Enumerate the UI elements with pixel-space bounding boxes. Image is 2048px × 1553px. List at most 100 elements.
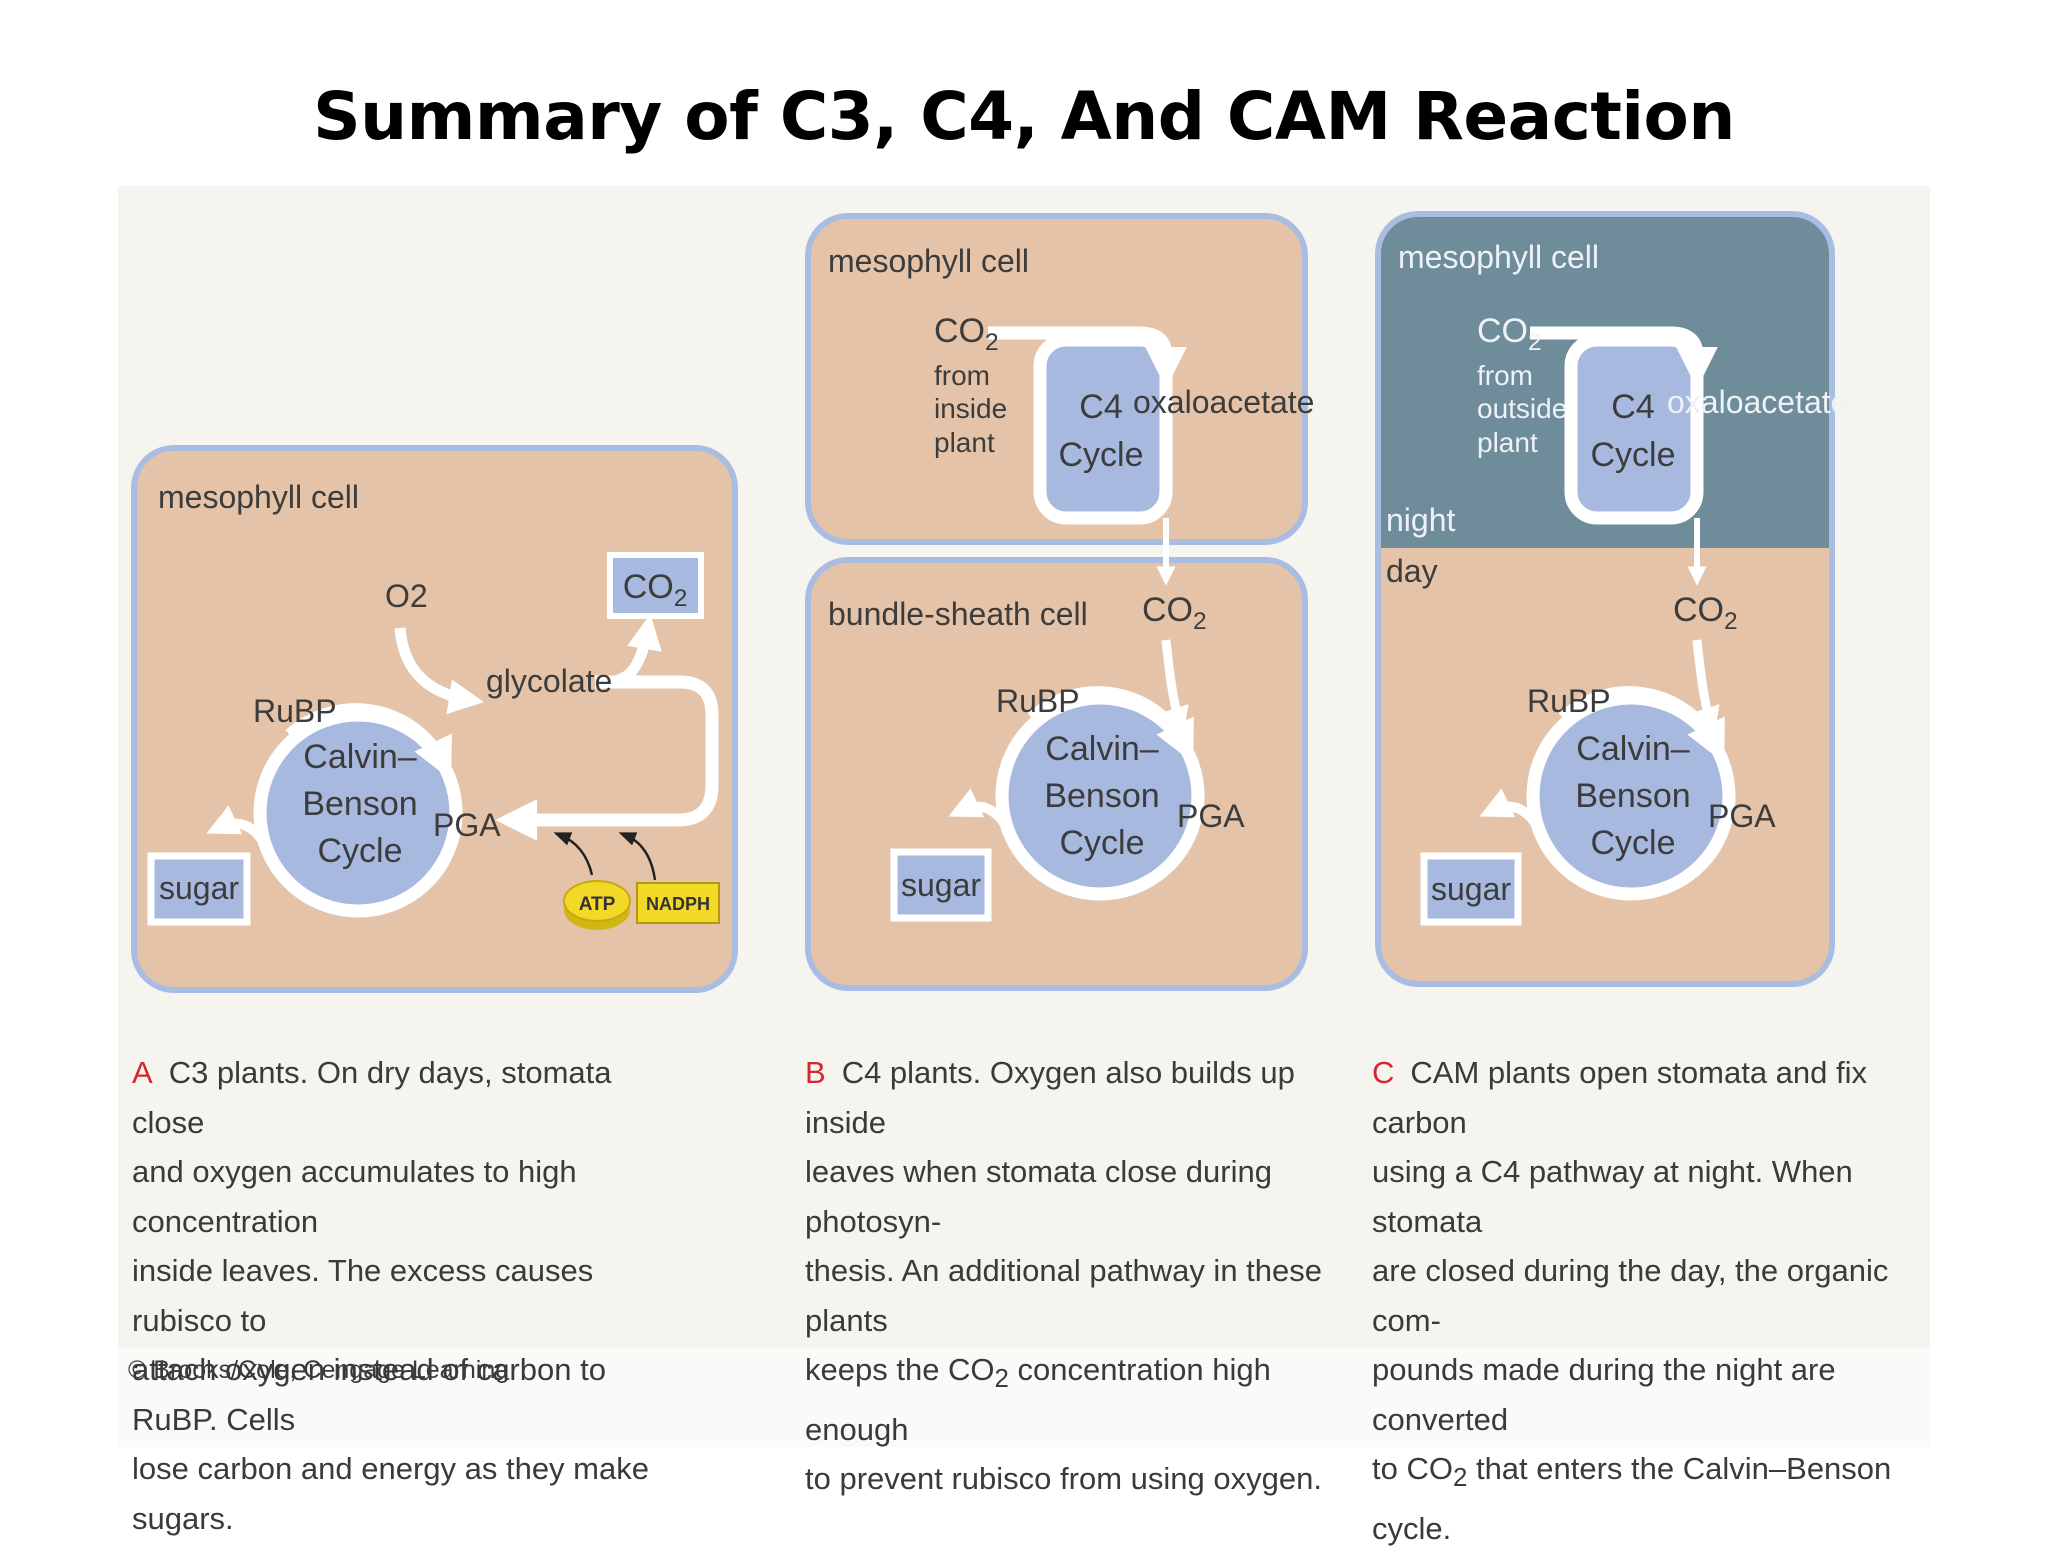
caption-c-line2: using a C4 pathway at night. When stomat…: [1372, 1154, 1853, 1239]
caption-c-letter: C: [1372, 1055, 1395, 1090]
sugar-arrow-a: [206, 805, 275, 858]
co2-intake-arrow-c: [1530, 326, 1718, 389]
sugar-label-c: sugar: [1431, 871, 1511, 907]
rubp-label-a: RuBP: [253, 693, 337, 729]
c4-c-line2: Cycle: [1590, 436, 1675, 474]
credit-band: [118, 1348, 1930, 1447]
source-c-line3: plant: [1477, 427, 1538, 458]
caption-c-line3: are closed during the day, the organic c…: [1372, 1253, 1889, 1338]
caption-c-line5-pre: to CO: [1372, 1451, 1453, 1486]
cycle-c-line1: Calvin–: [1576, 730, 1689, 768]
source-c-line1: from: [1477, 360, 1533, 391]
caption-b-line5: to prevent rubisco from using oxygen.: [805, 1461, 1322, 1497]
c4-c-line1: C4: [1611, 388, 1654, 426]
pga-label-b: PGA: [1177, 798, 1245, 834]
caption-b-line3: thesis. An additional pathway in these p…: [805, 1253, 1323, 1338]
mesophyll-cell-c-border: [1375, 211, 1835, 987]
rubp-label-b: RuBP: [996, 683, 1080, 719]
caption-b-line4-pre: keeps the CO: [805, 1352, 995, 1387]
page-title: Summary of C3, C4, And CAM Reaction: [313, 78, 1735, 155]
sugar-label-a: sugar: [159, 870, 239, 906]
sugar-arrow-b: [948, 788, 1017, 841]
panel-b: mesophyll cell CO2 from inside plant C4 …: [805, 213, 1314, 991]
sugar-arrow-c: [1479, 788, 1548, 841]
o2-label-a: O2: [385, 578, 428, 614]
atp-arrow: [553, 832, 594, 876]
caption-c-text1: CAM plants open stomata and fix carbon: [1372, 1055, 1868, 1140]
credit-line: © Brooks/Cole, Cengage Learning: [128, 1356, 510, 1384]
caption-c-line5: to CO2 that enters the Calvin–Benson cyc…: [1372, 1444, 1932, 1553]
cycle-c-line3: Cycle: [1590, 824, 1675, 862]
caption-c-line5-sub: 2: [1452, 1464, 1468, 1493]
caption-b-line4-post: concentration high enough: [805, 1352, 1271, 1447]
pga-label-c: PGA: [1708, 798, 1776, 834]
cycle-arrow-c: [1558, 686, 1725, 763]
nadph-arrow: [618, 832, 657, 881]
cycle-b-line1: Calvin–: [1045, 730, 1158, 768]
source-c-line2: outside: [1477, 393, 1567, 424]
oxaloacetate-label-c: oxaloacetate: [1667, 384, 1848, 420]
co2-bottom-label-c: CO2: [1673, 591, 1738, 635]
pga-label-a: PGA: [433, 807, 501, 843]
night-label: night: [1386, 502, 1456, 538]
oxaloacetate-label-b: oxaloacetate: [1133, 384, 1314, 420]
caption-a-line5: lose carbon and energy as they make suga…: [132, 1451, 649, 1536]
panel-a: mesophyll cell CO2 O2 glycolate RuBP Cal…: [131, 445, 738, 993]
caption-b-line4: keeps the CO2 concentration high enough: [805, 1345, 1365, 1454]
sugar-label-b: sugar: [901, 867, 981, 903]
co2-label-a: CO2: [623, 568, 688, 612]
cycle-c-line2: Benson: [1575, 777, 1690, 815]
co2-label-b: CO2: [934, 312, 999, 356]
mesophyll-cell-a-label: mesophyll cell: [158, 479, 359, 515]
caption-a-letter: A: [132, 1055, 153, 1090]
sugar-box-c: [1420, 852, 1522, 926]
cycle-b-line3: Cycle: [1059, 824, 1144, 862]
nadph-label: NADPH: [646, 894, 710, 914]
cycle-a-line1: Calvin–: [303, 738, 416, 776]
caption-b-text1: C4 plants. Oxygen also builds up inside: [805, 1055, 1295, 1140]
nadph-block: [636, 882, 720, 924]
atp-coin: [563, 880, 631, 922]
cycle-arrow-b: [1027, 686, 1194, 763]
co2-intake-arrow-b: [988, 326, 1187, 389]
caption-c-line4: pounds made during the night are convert…: [1372, 1352, 1836, 1437]
mesophyll-cell-c-label: mesophyll cell: [1398, 239, 1599, 275]
c4-b-line1: C4: [1079, 388, 1122, 426]
co2-label-c: CO2: [1477, 312, 1542, 356]
cycle-a-line3: Cycle: [317, 832, 402, 870]
caption-b-letter: B: [805, 1055, 826, 1090]
day-label: day: [1386, 553, 1438, 589]
glycolate-label: glycolate: [486, 663, 612, 699]
caption-a-text1: C3 plants. On dry days, stomata close: [132, 1055, 612, 1140]
c4-b-line2: Cycle: [1058, 436, 1143, 474]
bundle-sheath-label: bundle-sheath cell: [828, 596, 1088, 632]
photorespiration-loop-arrow: [495, 675, 719, 841]
co2-box-a: [607, 552, 704, 619]
diagram: mesophyll cell CO2 O2 glycolate RuBP Cal…: [131, 211, 1848, 993]
o2-arrow: [394, 627, 484, 715]
c4-cycle-b: [1033, 333, 1173, 525]
caption-a-line3: inside leaves. The excess causes rubisco…: [132, 1253, 594, 1338]
mesophyll-cell-b-label: mesophyll cell: [828, 243, 1029, 279]
caption-a-line2: and oxygen accumulates to high concentra…: [132, 1154, 577, 1239]
co2-release-arrow: [616, 614, 662, 686]
cycle-arrow-a: [285, 703, 452, 780]
c4-cycle-c: [1564, 333, 1704, 525]
source-b-line1: from: [934, 360, 990, 391]
rubp-label-c: RuBP: [1527, 683, 1611, 719]
sugar-box-a: [147, 852, 251, 926]
source-b-line3: plant: [934, 427, 995, 458]
source-b-line2: inside: [934, 393, 1007, 424]
caption-b-line2: leaves when stomata close during photosy…: [805, 1154, 1272, 1239]
cycle-b-line2: Benson: [1044, 777, 1159, 815]
co2-bottom-label-b: CO2: [1142, 591, 1207, 635]
caption-a-line4: attach oxygen instead of carbon to RuBP.…: [132, 1352, 606, 1437]
cycle-a-line2: Benson: [302, 785, 417, 823]
panel-c: mesophyll cell CO2 from outside plant C4…: [1375, 211, 1848, 987]
